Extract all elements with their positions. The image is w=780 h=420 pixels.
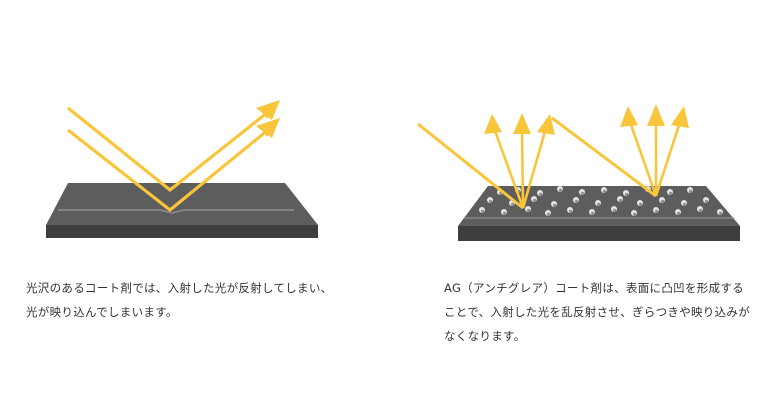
scattered-rays-1 [484, 113, 555, 209]
anti-glare-caption: AG（アンチグレア）コート剤は、表面に凸凹を形成する ことで、入射した光を乱反射… [444, 276, 750, 348]
caption-line: 光沢のあるコート剤では、入射した光が反射してしまい、 [26, 281, 333, 295]
surface-top [458, 186, 740, 226]
surface-bump-shade [527, 208, 531, 212]
incident-ray-2 [551, 116, 657, 198]
surface-bump-shade [705, 199, 709, 203]
surface-front [458, 226, 740, 241]
surface-bump-shade [489, 199, 493, 203]
scattered-rays-2 [620, 104, 689, 197]
surface-bump-shade [559, 188, 563, 192]
surface-bump-shade [575, 199, 579, 203]
surface-bump-shade [613, 208, 617, 212]
surface-bump-shade [625, 192, 629, 196]
arrowhead [537, 114, 555, 135]
surface-bump-shade [603, 189, 607, 193]
caption-line: 光が映り込んでしまいます。 [26, 305, 178, 319]
surface-bump-shade [511, 202, 515, 206]
surface-bump-shade [581, 191, 585, 195]
surface-bump-shade [481, 209, 485, 213]
glossy-coat-panel: 光沢のあるコート剤では、入射した光が反射してしまい、 光が映り込んでしまいます。 [26, 100, 332, 324]
incident-reflected-ray-1 [66, 106, 272, 193]
arrowhead [513, 113, 531, 134]
incident-ray-1 [417, 122, 524, 210]
surface-bump-shade [661, 199, 665, 203]
surface-bump-shade [539, 192, 543, 196]
arrowhead [484, 114, 502, 134]
surface-bump-shade [699, 208, 703, 212]
anti-glare-panel: AG（アンチグレア）コート剤は、表面に凸凹を形成する ことで、入射した光を乱反射… [390, 0, 780, 420]
coating-line [58, 209, 294, 214]
surface-bump-shade [553, 203, 557, 207]
surface-bump-shade [669, 191, 673, 195]
glossy-caption: 光沢のあるコート剤では、入射した光が反射してしまい、 光が映り込んでしまいます。 [26, 276, 332, 324]
surface-bump-shade [533, 198, 537, 202]
arrowhead [671, 106, 689, 128]
glossy-reflection-diagram [46, 100, 318, 238]
anti-glare-diagram [417, 104, 740, 241]
surface-bump-shade [503, 211, 507, 215]
arrowhead [647, 104, 665, 126]
arrowhead-1 [256, 100, 280, 120]
surface-bump-shade [689, 189, 693, 193]
surface-bump-shade [639, 202, 643, 206]
caption-line: AG（アンチグレア）コート剤は、表面に凸凹を形成する [444, 281, 744, 295]
surface-bump-shade [683, 202, 687, 206]
surface-bump-shade [719, 211, 723, 215]
surface-bump-shade [591, 211, 595, 215]
surface-bump-shade [655, 209, 659, 213]
surface-bump-shade [597, 202, 601, 206]
surface-front [46, 225, 318, 238]
surface-bump-shade [569, 209, 573, 213]
caption-line: なくなります。 [444, 329, 526, 343]
surface-bump-shade [547, 212, 551, 216]
surface-bump-shade [677, 211, 681, 215]
surface-bump-shade [633, 212, 637, 216]
arrowhead-2 [256, 118, 280, 138]
surface-bump-shade [619, 198, 623, 202]
surface-top [46, 183, 318, 225]
arrowhead [620, 106, 638, 127]
caption-line: ことで、入射した光を乱反射させ、ぎらつきや映り込みが [444, 305, 750, 319]
incident-reflected-ray-2 [67, 126, 272, 213]
